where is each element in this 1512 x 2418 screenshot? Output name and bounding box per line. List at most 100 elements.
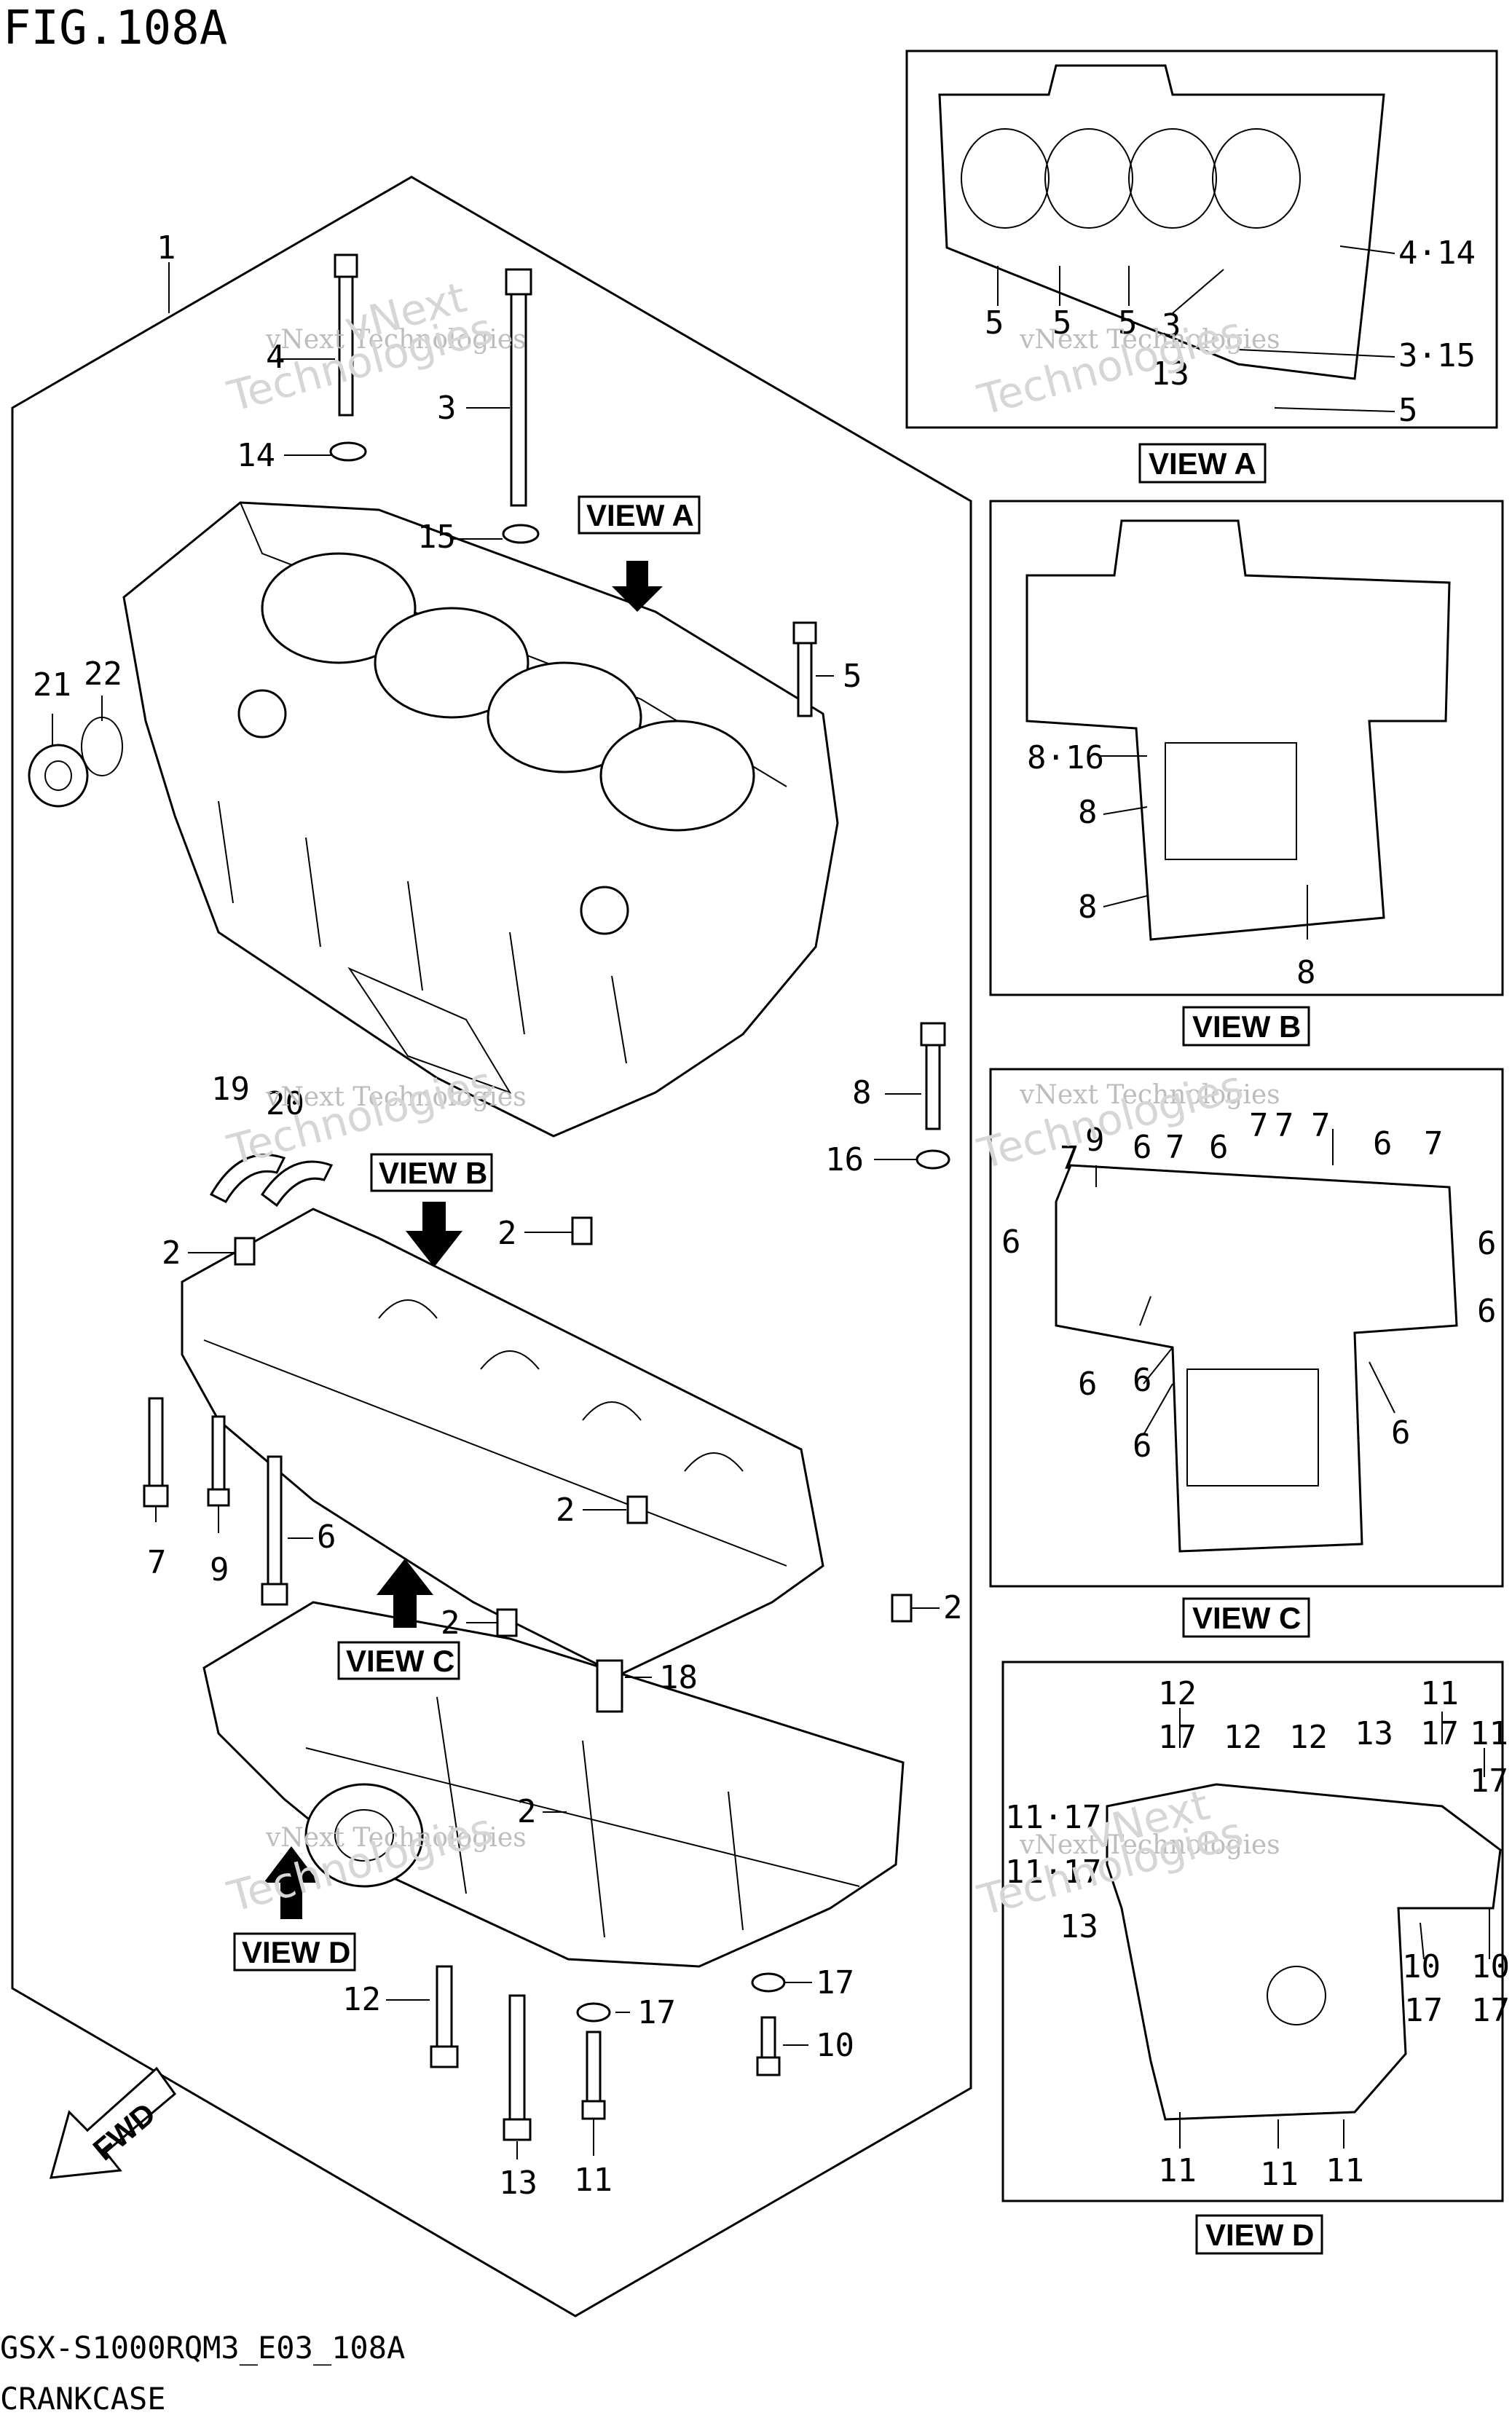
view-a-tag <box>578 495 701 535</box>
view-c-callout: 6 <box>1209 1129 1229 1166</box>
view-c-arrow-icon <box>377 1559 433 1628</box>
view-a-callout: 3 <box>1162 307 1181 344</box>
view-b-caption-box <box>1182 1006 1310 1047</box>
callout-1: 1 <box>157 229 176 267</box>
view-d-callout: 17 <box>1404 1992 1443 2029</box>
view-c-callout: 9 <box>1085 1122 1105 1159</box>
callout-9: 9 <box>210 1551 229 1588</box>
view-c-callout: 6 <box>1391 1414 1411 1452</box>
view-d-callout: 11 <box>1470 1715 1508 1752</box>
dowel-pin <box>891 1594 913 1623</box>
view-a-callout: 5 <box>985 304 1004 342</box>
view-d-callout: 17 <box>1158 1719 1197 1756</box>
bolt-6 <box>267 1455 283 1586</box>
callout-21: 21 <box>33 666 71 704</box>
view-c-callout: 7 <box>1311 1107 1331 1144</box>
view-c-caption: VIEW C <box>1192 1601 1301 1635</box>
view-d-callout: 13 <box>1355 1715 1393 1752</box>
callout-15: 15 <box>417 519 456 556</box>
oil-filter-boss <box>304 1783 424 1888</box>
view-b-panel: 8·16 8 8 8 <box>989 500 1504 996</box>
view-c-callout: 7 <box>1275 1107 1294 1144</box>
callout-10: 10 <box>816 2027 854 2064</box>
cylinder-bore-4 <box>599 720 755 832</box>
view-c-tag <box>337 1641 460 1680</box>
view-d-callout: 12 <box>1224 1719 1262 1756</box>
cylinder-bore-2 <box>374 607 529 719</box>
figure-code: GSX-S1000RQM3_E03_108A <box>0 2330 405 2366</box>
watermark-text: vNext Technologies <box>265 1823 527 1853</box>
dowel-pin <box>234 1237 256 1266</box>
callout-6: 6 <box>317 1519 336 1556</box>
view-a-callout: 13 <box>1151 355 1189 393</box>
view-d-tag <box>233 1932 356 1972</box>
view-c-callout: 6 <box>1373 1125 1393 1162</box>
view-c-callout: 6 <box>1078 1366 1098 1403</box>
callout-2: 2 <box>943 1589 963 1626</box>
cylinder-bore-3 <box>487 661 642 773</box>
callout-2: 2 <box>517 1793 537 1830</box>
callout-12: 12 <box>342 1981 381 2018</box>
bearing-20 <box>260 1160 334 1208</box>
bolt-8 <box>920 1022 946 1130</box>
watermark-text: vNext Technologies <box>265 325 527 355</box>
view-d-callout: 17 <box>1420 1715 1459 1752</box>
oil-pan <box>202 1601 905 1968</box>
view-a-callout: 4·14 <box>1398 235 1476 272</box>
view-b-callout: 8 <box>1078 889 1098 926</box>
callout-4: 4 <box>266 339 286 376</box>
view-d-callout: 11 <box>1326 2152 1364 2189</box>
callout-16: 16 <box>825 1141 864 1178</box>
view-b-arrow-icon <box>406 1202 462 1267</box>
bolt-3 <box>505 268 532 507</box>
bearing-19 <box>209 1154 286 1203</box>
view-d-callout: 13 <box>1060 1908 1098 1945</box>
callout-17: 17 <box>816 1964 854 2001</box>
callout-2: 2 <box>556 1492 575 1529</box>
bolt-5 <box>792 621 817 717</box>
view-c-callout: 6 <box>1133 1129 1152 1166</box>
view-d-callout: 11 <box>1260 2156 1299 2193</box>
view-a-callout: 5 <box>1052 304 1072 342</box>
view-d-callout: 11 <box>1420 1675 1459 1712</box>
view-c-callout: 6 <box>1477 1225 1497 1262</box>
dowel-pin <box>496 1608 518 1637</box>
dowel-pin <box>626 1495 648 1524</box>
view-b-caption: VIEW B <box>1192 1009 1301 1044</box>
view-c-callout: 6 <box>1133 1427 1152 1465</box>
view-c-tag-label: VIEW C <box>346 1644 454 1678</box>
view-b-callout: 8 <box>1296 954 1316 991</box>
callout-13: 13 <box>499 2165 538 2202</box>
washer-15 <box>502 524 540 544</box>
washer-17 <box>576 2002 611 2023</box>
washer-17 <box>751 1972 786 1993</box>
view-a-callout: 3·15 <box>1398 337 1476 374</box>
callout-2: 2 <box>162 1234 181 1272</box>
cylinder-bore-1 <box>261 552 417 664</box>
callout-7: 7 <box>147 1544 167 1581</box>
washer-16 <box>916 1149 950 1170</box>
callout-14: 14 <box>237 437 275 474</box>
main-outline <box>11 176 972 2317</box>
view-a-caption-box <box>1138 443 1267 484</box>
view-d-callout: 17 <box>1471 1992 1510 2029</box>
dowel-pin <box>571 1216 593 1245</box>
watermark-text: vNext Technologies <box>1019 1080 1280 1110</box>
view-a-callout: 5 <box>1398 392 1418 429</box>
view-c-panel: 7 9 6 7 6 7 7 7 6 7 6 6 6 6 6 6 6 vNext … <box>972 1060 1504 1588</box>
plug-21 <box>28 744 89 808</box>
view-d-callout: 11·17 <box>1005 1799 1101 1836</box>
view-d-callout: 11·17 <box>1005 1854 1101 1891</box>
view-d-callout: 17 <box>1470 1763 1508 1800</box>
callout-20: 20 <box>266 1085 304 1122</box>
watermark-text: vNext Technologies <box>1019 1830 1280 1860</box>
sensor-18 <box>596 1659 623 1713</box>
view-d-callout: 11 <box>1158 2152 1197 2189</box>
callout-5: 5 <box>843 658 862 695</box>
view-b-callout: 8 <box>1078 794 1098 831</box>
callout-8: 8 <box>852 1074 872 1111</box>
callout-19: 19 <box>211 1071 250 1108</box>
view-c-callout: 6 <box>1133 1362 1152 1399</box>
view-c-callout: 7 <box>1165 1129 1185 1166</box>
callout-2: 2 <box>497 1215 517 1252</box>
